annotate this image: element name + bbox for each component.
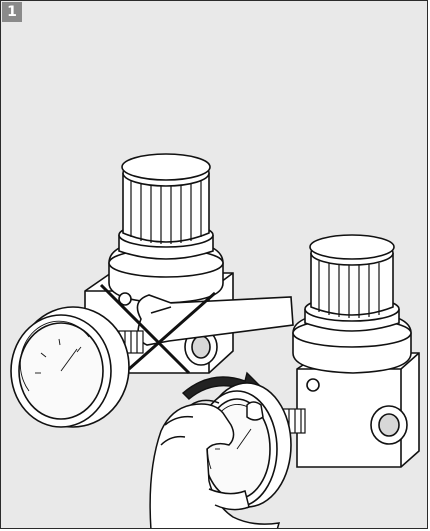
pressure-gauge-icon bbox=[10, 306, 144, 428]
prohibited-cross-icon bbox=[99, 283, 216, 375]
step-number-badge: 1 bbox=[2, 2, 22, 22]
hand-icon bbox=[149, 399, 281, 528]
regulator-icon bbox=[292, 234, 420, 468]
